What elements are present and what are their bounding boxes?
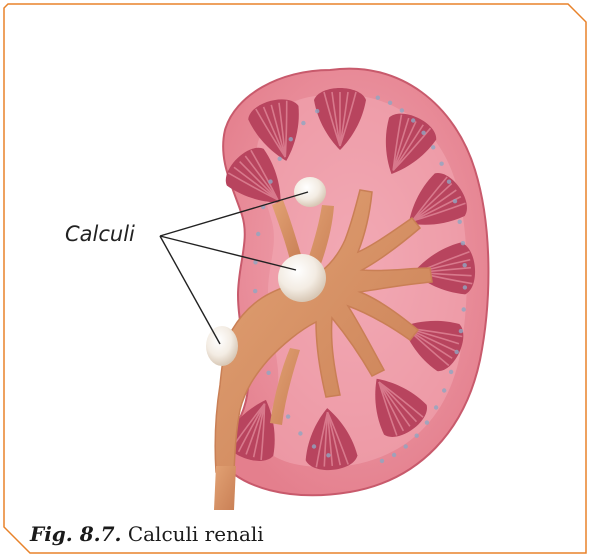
calculus-upper (294, 177, 326, 207)
glomerulus-dot (463, 285, 467, 289)
glomerulus-dot (425, 420, 429, 424)
glomerulus-dot (439, 162, 443, 166)
glomerulus-dot (286, 414, 290, 418)
glomerulus-dot (431, 145, 435, 149)
calculus-middle (278, 254, 326, 302)
ureter (214, 466, 236, 510)
glomerulus-dot (301, 121, 305, 125)
glomerulus-dot (312, 444, 316, 448)
calculus-ureter (206, 326, 238, 366)
glomerulus-dot (442, 388, 446, 392)
glomerulus-dot (458, 220, 462, 224)
glomerulus-dot (289, 137, 293, 141)
glomerulus-dot (453, 199, 457, 203)
caption-text: Calculi renali (128, 522, 264, 546)
glomerulus-dot (268, 179, 272, 183)
glomerulus-dot (461, 241, 465, 245)
glomerulus-dot (459, 329, 463, 333)
glomerulus-dot (315, 109, 319, 113)
glomerulus-dot (404, 444, 408, 448)
glomerulus-dot (392, 453, 396, 457)
glomerulus-dot (400, 108, 404, 112)
glomerulus-dot (455, 350, 459, 354)
glomerulus-dot (462, 307, 466, 311)
glomerulus-dot (278, 157, 282, 161)
caption-number: Fig. 8.7. (30, 522, 121, 546)
glomerulus-dot (298, 431, 302, 435)
glomerulus-dot (388, 101, 392, 105)
glomerulus-dot (411, 118, 415, 122)
glomerulus-dot (376, 96, 380, 100)
pointer-to-ureter-calculus (160, 236, 220, 344)
glomerulus-dot (266, 371, 270, 375)
glomerulus-dot (326, 453, 330, 457)
glomerulus-dot (463, 263, 467, 267)
calculi-label: Calculi (65, 224, 135, 245)
glomerulus-dot (256, 232, 260, 236)
figure-caption: Fig. 8.7. Calculi renali (30, 522, 264, 546)
glomerulus-dot (449, 370, 453, 374)
glomerulus-dot (415, 434, 419, 438)
glomerulus-dot (434, 405, 438, 409)
glomerulus-dot (447, 180, 451, 184)
glomerulus-dot (380, 459, 384, 463)
glomerulus-dot (253, 289, 257, 293)
glomerulus-dot (421, 131, 425, 135)
